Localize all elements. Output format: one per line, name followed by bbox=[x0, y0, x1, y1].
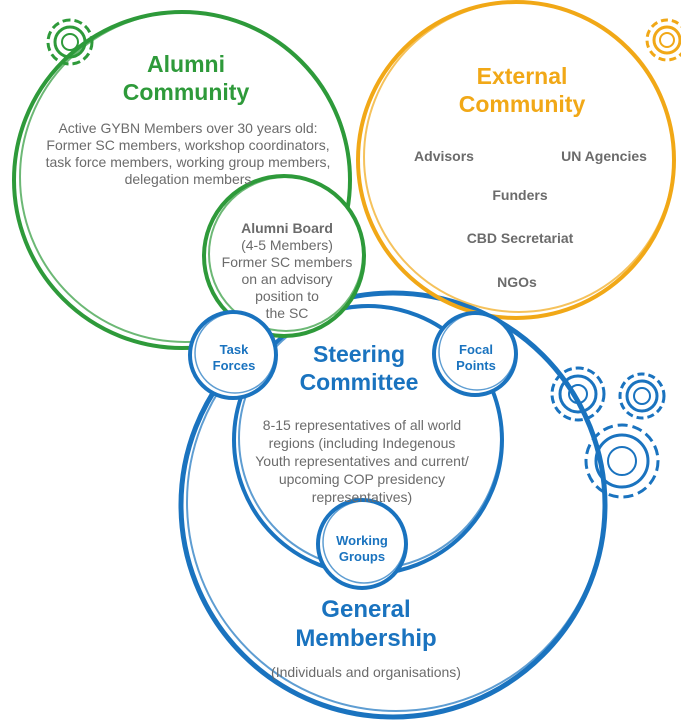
focal-points-line1: Focal bbox=[459, 342, 493, 357]
blue-gears-icon bbox=[550, 366, 666, 499]
alumni-community-desc-line1: Active GYBN Members over 30 years old: bbox=[58, 120, 317, 136]
alumni-community-desc-line4: delegation members bbox=[125, 171, 252, 187]
task-forces-line1: Task bbox=[220, 342, 249, 357]
working-groups-bubble bbox=[316, 498, 408, 590]
external-community-title-line2: Community bbox=[459, 91, 586, 117]
alumni-community-desc-line2: Former SC members, workshop coordinators… bbox=[46, 137, 329, 153]
steering-committee-desc-line4: upcoming COP presidency bbox=[279, 471, 445, 487]
alumni-board-line3: on an advisory bbox=[241, 271, 332, 287]
task-forces-bubble bbox=[188, 310, 278, 400]
general-membership-title-line1: General bbox=[321, 596, 410, 623]
alumni-community-ring bbox=[12, 10, 352, 350]
alumni-board-ring bbox=[202, 174, 366, 338]
alumni-board-title: Alumni Board bbox=[241, 220, 333, 236]
external-community-title-line1: External bbox=[477, 63, 568, 89]
working-groups-line2: Groups bbox=[339, 549, 385, 564]
general-membership-subtitle: (Individuals and organisations) bbox=[271, 664, 461, 680]
alumni-board-line4: position to bbox=[255, 288, 319, 304]
alumni-board-line5: the SC bbox=[266, 305, 309, 321]
steering-committee-desc-line1: 8-15 representatives of all world bbox=[263, 417, 461, 433]
orange-gear-icon bbox=[645, 18, 681, 62]
green-gear-icon bbox=[46, 18, 94, 66]
steering-committee-title-line2: Committee bbox=[300, 369, 419, 395]
task-forces-line2: Forces bbox=[213, 358, 256, 373]
steering-committee-title-line1: Steering bbox=[313, 341, 405, 367]
external-item-advisors: Advisors bbox=[414, 148, 474, 164]
steering-committee-desc-line5: representatives) bbox=[312, 489, 412, 505]
steering-committee-desc-line2: regions (including Indegenous bbox=[269, 435, 456, 451]
external-item-funders: Funders bbox=[492, 187, 547, 203]
external-item-cbd-secretariat: CBD Secretariat bbox=[467, 230, 574, 246]
external-community-ring bbox=[356, 0, 676, 320]
focal-points-line2: Points bbox=[456, 358, 496, 373]
working-groups-line1: Working bbox=[336, 533, 388, 548]
alumni-community-desc-line3: task force members, working group member… bbox=[46, 154, 331, 170]
external-item-un-agencies: UN Agencies bbox=[561, 148, 647, 164]
general-membership-title-line2: Membership bbox=[295, 625, 436, 652]
alumni-board-line1: (4-5 Members) bbox=[241, 237, 333, 253]
alumni-board-line2: Former SC members bbox=[222, 254, 353, 270]
external-item-ngos: NGOs bbox=[497, 274, 537, 290]
focal-points-bubble bbox=[432, 311, 518, 397]
steering-committee-desc-line3: Youth representatives and current/ bbox=[255, 453, 469, 469]
general-membership-ring bbox=[178, 290, 608, 720]
alumni-community-title-line1: Alumni bbox=[147, 51, 225, 77]
alumni-community-title-line2: Community bbox=[123, 79, 250, 105]
